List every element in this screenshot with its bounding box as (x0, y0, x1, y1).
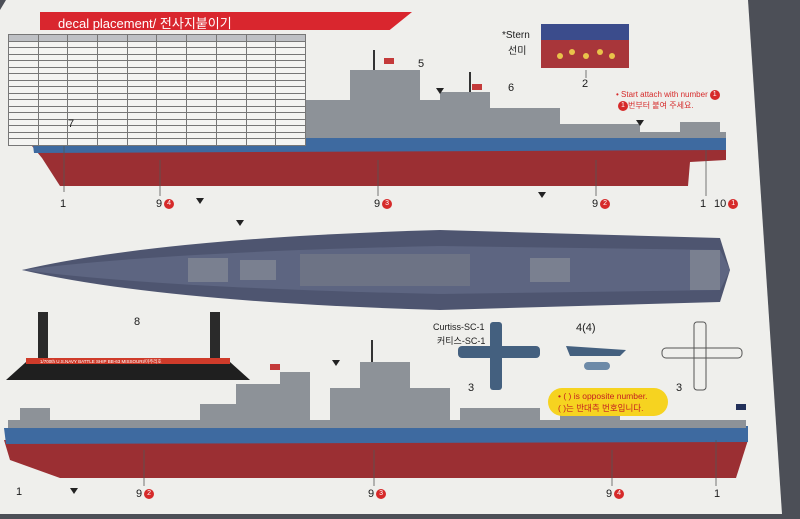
aircraft-sc1-side (566, 346, 626, 370)
aircraft-sc1-top (458, 322, 540, 390)
aircraft-name-kr: 커티스-SC-1 (437, 336, 486, 346)
label-1-bow-bottom: 1 (714, 488, 721, 500)
stern-label: *Stern (502, 30, 530, 41)
number-circle-icon: 2 (600, 199, 611, 210)
number-circle-icon: 4 (164, 199, 175, 210)
header-banner: decal placement/ 전사지붙이기 (40, 12, 412, 30)
ship-deck-view (22, 230, 730, 310)
us-flag-icon (384, 58, 394, 64)
label-1: 1 (60, 198, 67, 210)
label-3-top: 3 (468, 382, 475, 394)
label-6: 6 (508, 82, 515, 94)
ship-profile-bottom (4, 340, 748, 478)
leader-lines (63, 70, 717, 486)
label-1-stern-bottom: 1 (16, 486, 23, 498)
nameplate-text: 1/700th U.S.NAVY BATTLE SHIP BB-63 MISSO… (40, 359, 162, 364)
label-3-bottom: 3 (676, 382, 683, 394)
us-flag-icon (736, 404, 746, 410)
us-flag-icon (472, 84, 482, 90)
number-circle-icon: 3 (382, 199, 393, 210)
number-circle-icon: 1 (709, 90, 720, 100)
page-title: decal placement/ 전사지붙이기 (58, 16, 232, 31)
paint-color-table (8, 34, 306, 146)
aircraft-name: Curtiss-SC-1 (433, 322, 485, 332)
number-circle-icon: 3 (376, 489, 387, 500)
number-circle-icon: 1 (728, 199, 739, 210)
number-circle-icon: 2 (144, 489, 155, 500)
number-circle-icon: 4 (614, 489, 625, 500)
label-4-4: 4(4) (576, 322, 596, 334)
opposite-note-bubble: • ( ) is opposite number. ( )는 반대측 번호입니다… (548, 388, 668, 416)
opposite-note-en: • ( ) is opposite number. (558, 391, 648, 401)
stern-inset-stars (557, 49, 615, 59)
stern-label-kr: 선미 (508, 46, 527, 57)
label-1-bow: 1 (700, 198, 707, 210)
number-circle-icon: 1 (618, 100, 628, 111)
label-5: 5 (418, 58, 425, 70)
nameplate-stand (6, 312, 250, 380)
opposite-note-kr: ( )는 반대측 번호입니다. (558, 403, 644, 413)
label-8: 8 (134, 316, 141, 328)
us-flag-icon (270, 364, 280, 370)
label-7: 7 (68, 118, 75, 130)
aircraft-sc1-bottom (661, 321, 743, 391)
label-2: 2 (582, 78, 589, 90)
